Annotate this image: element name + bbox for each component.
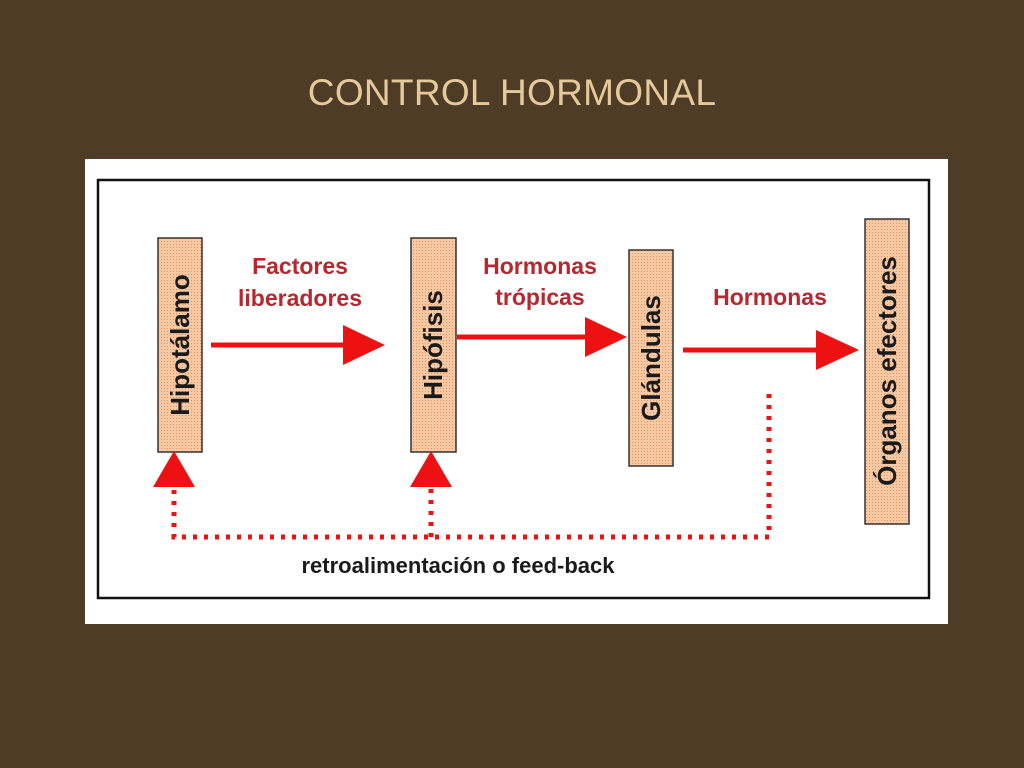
feedback-path (153, 394, 772, 540)
hipotalamo-label: Hipotálamo (165, 274, 195, 416)
arrow-hormonas (683, 330, 859, 370)
factores-label-line1: Factores (252, 253, 348, 279)
organos-label: Órganos efectores (872, 256, 902, 486)
hormonal-control-diagram: Hipotálamo Hipófisis Glándulas Órganos e… (96, 178, 931, 600)
diagram-panel: Hipotálamo Hipófisis Glándulas Órganos e… (85, 159, 948, 624)
hipofisis-label: Hipófisis (418, 290, 448, 400)
feedback-label: retroalimentación o feed-back (302, 553, 616, 578)
slide-title: CONTROL HORMONAL (307, 72, 717, 113)
tropicas-label-line2: trópicas (495, 284, 584, 310)
arrow-factores (211, 325, 385, 365)
diagram-frame (96, 178, 931, 600)
glandulas-label: Glándulas (636, 295, 666, 421)
hipofisis-box: Hipófisis (410, 237, 457, 453)
feedback-arrowhead-hipofisis (410, 451, 452, 487)
glandulas-box: Glándulas (628, 249, 674, 467)
hipotalamo-box: Hipotálamo (157, 237, 203, 453)
tropicas-label-line1: Hormonas (483, 253, 597, 279)
hormonas-label: Hormonas (713, 284, 827, 310)
factores-label-line2: liberadores (238, 285, 362, 311)
organos-box: Órganos efectores (864, 218, 910, 525)
arrow-tropicas (457, 317, 627, 357)
feedback-arrowhead-hipotalamo (153, 451, 195, 487)
